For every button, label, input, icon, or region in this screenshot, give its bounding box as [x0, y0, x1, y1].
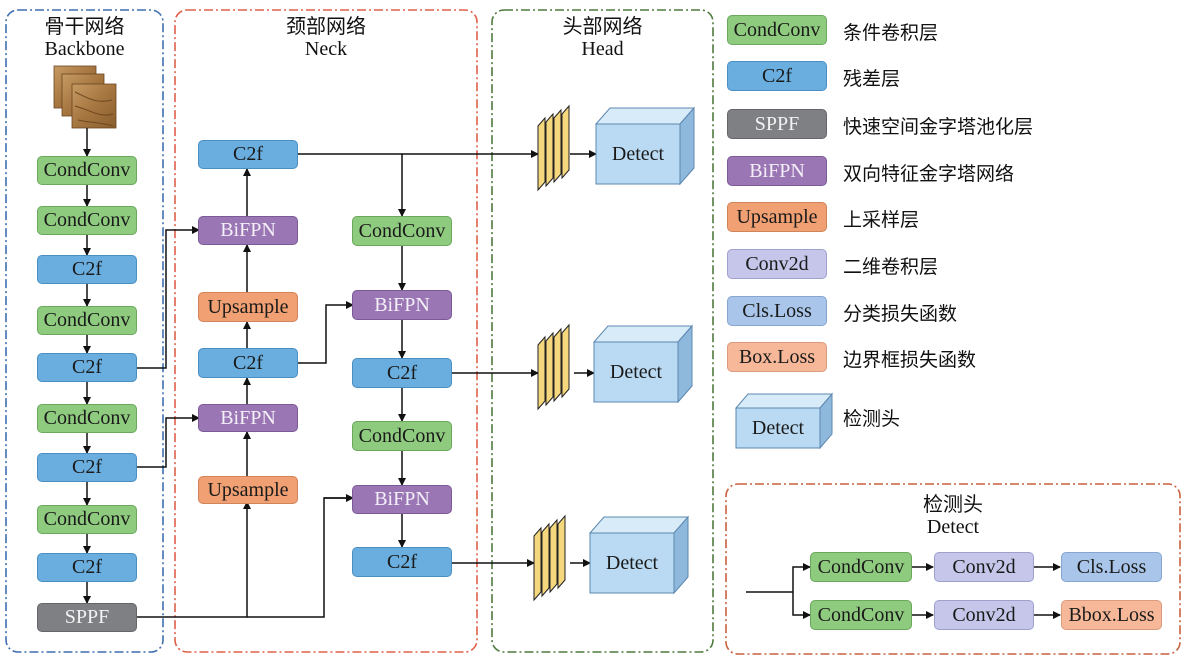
- legend-upsample-swatch: Upsample: [727, 202, 827, 232]
- legend-clsloss-desc: 分类损失函数: [843, 303, 958, 325]
- legend-detect-cube: [734, 392, 834, 450]
- legend-boxloss-swatch: Box.Loss: [727, 342, 827, 372]
- backbone-c2f-4: C2f: [37, 553, 137, 582]
- head-title: 头部网络 Head: [492, 16, 713, 60]
- head-detect-2: Detect: [609, 360, 663, 383]
- feature-map-stack-2: [537, 323, 570, 411]
- neck-c2f-right-1: C2f: [352, 358, 452, 388]
- legend-bifpn-desc: 双向特征金字塔网络: [843, 163, 1015, 185]
- neck-upsample-2: Upsample: [198, 476, 298, 504]
- legend-condconv-swatch: CondConv: [727, 15, 827, 45]
- detect-conv2d-2: Conv2d: [934, 600, 1034, 630]
- backbone-sppf: SPPF: [37, 603, 137, 632]
- connectors: [83, 128, 1061, 619]
- detect-title-cn: 检测头: [923, 494, 983, 516]
- neck-condconv-1: CondConv: [352, 216, 452, 246]
- neck-condconv-2: CondConv: [352, 421, 452, 451]
- legend-c2f-desc: 残差层: [843, 68, 901, 90]
- backbone-title-cn: 骨干网络: [44, 16, 125, 38]
- neck-c2f-mid: C2f: [198, 348, 298, 378]
- neck-c2f-right-2: C2f: [352, 547, 452, 577]
- backbone-c2f-3: C2f: [37, 453, 137, 482]
- head-detect-1: Detect: [611, 142, 665, 165]
- backbone-title-en: Backbone: [44, 38, 125, 60]
- backbone-condconv-2: CondConv: [37, 206, 137, 235]
- detect-cube-1: [594, 106, 696, 186]
- backbone-c2f-1: C2f: [37, 255, 137, 284]
- neck-c2f-top: C2f: [198, 140, 298, 169]
- legend-sppf-swatch: SPPF: [727, 109, 827, 139]
- feature-map-stack-1: [537, 104, 570, 192]
- backbone-title: 骨干网络 Backbone: [6, 16, 163, 60]
- neck-bifpn-4: BiFPN: [352, 485, 452, 514]
- head-title-cn: 头部网络: [562, 16, 643, 38]
- legend-conv2d-desc: 二维卷积层: [843, 256, 939, 278]
- legend-clsloss-swatch: Cls.Loss: [727, 296, 827, 326]
- neck-bifpn-1: BiFPN: [198, 216, 298, 245]
- input-image-stack: [53, 65, 117, 129]
- neck-bifpn-3: BiFPN: [352, 290, 452, 320]
- head-detect-3: Detect: [605, 551, 659, 574]
- detect-cube-2: [592, 324, 694, 404]
- backbone-c2f-2: C2f: [37, 353, 137, 382]
- neck-upsample-1: Upsample: [198, 292, 298, 322]
- detect-condconv-2: CondConv: [810, 600, 912, 630]
- detect-cube-3: [588, 515, 690, 595]
- legend-boxloss-desc: 边界框损失函数: [843, 349, 977, 371]
- detect-clsloss: Cls.Loss: [1061, 552, 1162, 582]
- neck-title-cn: 颈部网络: [286, 16, 366, 38]
- legend-detect-desc: 检测头: [843, 408, 901, 430]
- neck-title: 颈部网络 Neck: [175, 16, 477, 60]
- legend-c2f-swatch: C2f: [727, 61, 827, 91]
- legend-upsample-desc: 上采样层: [843, 209, 920, 231]
- detect-condconv-1: CondConv: [810, 552, 912, 582]
- backbone-condconv-3: CondConv: [37, 306, 137, 335]
- detect-conv2d-1: Conv2d: [934, 552, 1034, 582]
- legend-conv2d-swatch: Conv2d: [727, 249, 827, 279]
- detect-title-en: Detect: [926, 516, 980, 538]
- backbone-condconv-5: CondConv: [37, 505, 137, 534]
- feature-map-stack-3: [533, 514, 566, 602]
- legend-condconv-desc: 条件卷积层: [843, 22, 939, 44]
- neck-section: [174, 9, 478, 653]
- backbone-condconv-1: CondConv: [37, 156, 137, 185]
- backbone-condconv-4: CondConv: [37, 404, 137, 433]
- legend-sppf-desc: 快速空间金字塔池化层: [843, 116, 1034, 138]
- detect-detail-title: 检测头 Detect: [726, 494, 1180, 538]
- legend-bifpn-swatch: BiFPN: [727, 156, 827, 186]
- legend-detect-swatch: Detect: [751, 416, 805, 439]
- head-section: [491, 9, 714, 653]
- neck-title-en: Neck: [304, 38, 348, 60]
- neck-bifpn-2: BiFPN: [198, 404, 298, 432]
- detect-detail-section: [725, 483, 1181, 655]
- detect-bboxloss: Bbox.Loss: [1061, 600, 1162, 630]
- head-title-en: Head: [581, 38, 624, 60]
- backbone-section: [5, 9, 164, 653]
